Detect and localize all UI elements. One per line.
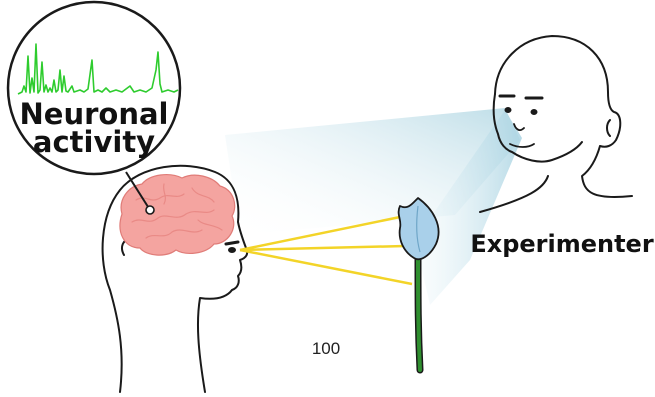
experimenter-label: Experimenter [470,230,654,258]
bubble-title-line2: activity [33,125,155,159]
brain-icon [120,175,235,255]
stimulus-count-label: 100 [312,339,340,358]
